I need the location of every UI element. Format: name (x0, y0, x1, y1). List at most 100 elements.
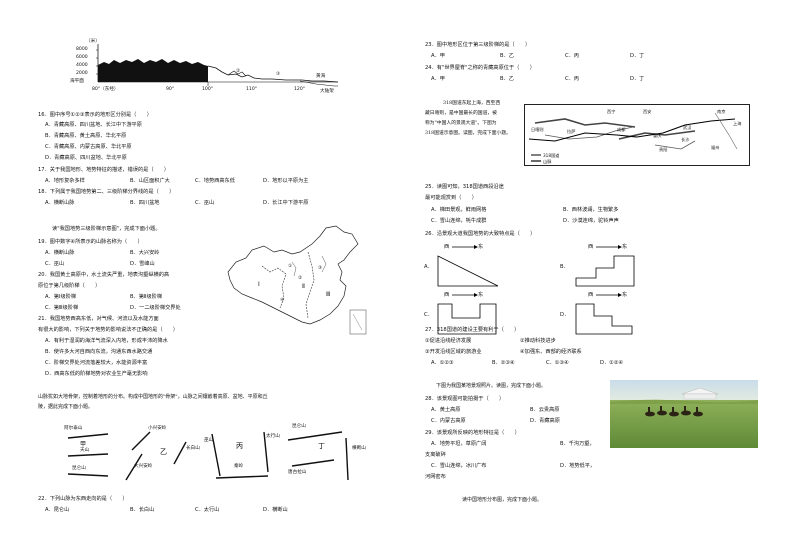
q29-option-b-cont: 支离破碎 (425, 452, 446, 458)
q21-option-b[interactable]: B．使许多大河自西向东流，沟通东西水路交通 (45, 349, 153, 355)
q20-option-c[interactable]: C．第Ⅲ级阶梯 (45, 305, 79, 311)
west-label: 西 (588, 292, 594, 298)
q17-option-a[interactable]: A．地形复杂多样 (45, 178, 85, 184)
intro-photo: 下图为我国某地景观照片。读图，完成下面小题。 (436, 383, 547, 389)
q26-option-d[interactable]: D． 西 东 (560, 290, 670, 338)
step-label-1: Ⅰ (258, 281, 260, 288)
q19-option-b[interactable]: B．大兴安岭 (130, 250, 160, 256)
q16-option-b[interactable]: B．青藏高原、黄土高原、华北平原 (45, 133, 127, 139)
q24-option-d[interactable]: D．丁 (630, 76, 645, 82)
shelf-label: 大陆架 (320, 89, 334, 94)
q16-option-a[interactable]: A．青藏高原、四川盆地、长江中下游平原 (45, 122, 142, 128)
q21-option-a[interactable]: A．有利于湿润的海洋气流深入内地，形成丰沛的降水 (45, 338, 168, 344)
q22-option-a[interactable]: A．昆仑山 (45, 507, 70, 513)
region-ding: 丁 (318, 442, 325, 450)
mountain-hengduan: 横断山 (352, 446, 366, 451)
x-tick: 90° (166, 87, 175, 92)
q20-stem-line2: 原位于第几级阶梯（ ） (38, 283, 101, 289)
q20-option-b[interactable]: B．第Ⅱ级阶梯 (130, 294, 163, 300)
map-number-3: ③ (318, 266, 323, 271)
q24-option-a[interactable]: A．甲 (431, 76, 445, 82)
q21-option-d[interactable]: D．西高东低的阶梯地势对农业生产毫无影响 (45, 371, 148, 377)
q17-option-d[interactable]: D．地形以平原为主 (263, 178, 309, 184)
q25-option-a[interactable]: A．梯田景观，鲜雨网格 (431, 207, 487, 213)
q28-option-b[interactable]: B．云贵高原 (530, 407, 560, 413)
terrain-profile-chart: （米） 8000 6000 4000 2000 海平面 80°（东经） 90° … (70, 38, 346, 108)
q28-option-c[interactable]: C．内蒙古高原 (431, 418, 466, 424)
q29-option-c[interactable]: C．雪山连绵，冰川广布 (431, 463, 487, 469)
q26-option-a[interactable]: A． 西 东 (424, 242, 534, 290)
q21-option-c[interactable]: C．阶梯交界处河流落差较大，水能资源丰富 (45, 360, 148, 366)
q21-stem-line1: 21．我国地势西高东低，对气候、河流以及水能方面 (38, 316, 159, 322)
q28-option-d[interactable]: D．青藏高原 (530, 418, 560, 424)
q17-option-c[interactable]: C．地势西高东低 (195, 178, 235, 184)
city-rikaze: 日喀则 (531, 127, 544, 132)
q16-option-c[interactable]: C．青藏高原、内蒙古高原、华北平原 (45, 144, 132, 150)
q23-option-d[interactable]: D．丁 (630, 53, 645, 59)
q29-option-b[interactable]: B．千沟万壑， (560, 441, 595, 447)
q29-option-d[interactable]: D．地势低平， (560, 463, 596, 469)
q23-option-a[interactable]: A．甲 (431, 53, 445, 59)
q17-option-b[interactable]: B．山区面积广大 (130, 178, 170, 184)
q22-option-d[interactable]: D．横断山 (263, 507, 288, 513)
q27-choice-3: ③开发沿线区域的旅游业 (425, 349, 482, 355)
marker-1: ① (143, 55, 148, 60)
q27-option-a[interactable]: A．①②③ (431, 360, 454, 366)
q18-option-c[interactable]: C．巫山 (195, 200, 215, 206)
q19-option-d[interactable]: D．雪峰山 (130, 261, 155, 267)
q20-option-d[interactable]: D．一二级阶梯交界处 (130, 305, 181, 311)
q22-option-b[interactable]: B．长白山 (130, 507, 155, 513)
q16-stem: 16．图中序号①②③表示的地形区分别是（ ） (38, 112, 152, 118)
q27-stem: 27．318国道的建设主要有利于（ ） (425, 327, 520, 333)
q27-choice-4: ④加强东、西部的经济联系 (520, 349, 582, 355)
profile-c-svg (437, 293, 497, 335)
mountain-changbai: 长白山 (186, 446, 200, 451)
q18-option-b[interactable]: B．四川盆地 (130, 200, 160, 206)
west-label: 西 (444, 244, 450, 250)
q23-option-b[interactable]: B．乙 (500, 53, 514, 59)
q19-option-a[interactable]: A．横断山脉 (45, 250, 75, 256)
q25-option-b[interactable]: B．西林波澜，生物繁多 (563, 207, 619, 213)
q16-option-d[interactable]: D．青藏高原、四川盆地、华北平原 (45, 155, 127, 161)
q20-option-a[interactable]: A．第Ⅰ级阶梯 (45, 294, 77, 300)
city-xining: 西宁 (607, 109, 616, 114)
x-tick: 120° (294, 87, 306, 92)
mountain-tanggula: 唐古拉山 (288, 470, 307, 475)
q28-option-a[interactable]: A．黄土高原 (431, 407, 461, 413)
region-jia: 甲 (80, 441, 87, 448)
profile-a-svg (437, 245, 499, 287)
q25-stem-line1: 25．读图可知，318国道西段沿途 (425, 184, 504, 190)
q27-option-c[interactable]: C．①③④ (546, 360, 569, 366)
q22-stem: 22．下列山脉为东西走向的是（ ） (38, 496, 128, 502)
mountain-taihang: 太行山 (266, 434, 280, 439)
east-label: 东 (478, 292, 484, 298)
sea-label: 黄海 (316, 74, 326, 79)
q26-option-b[interactable]: B． 西 东 (560, 242, 670, 290)
q18-option-a[interactable]: A．横断山脉 (45, 200, 75, 206)
q29-option-a[interactable]: A．地势平坦，草原广阔 (431, 441, 487, 447)
q18-option-d[interactable]: D．长江中下游平原 (263, 200, 309, 206)
q24-option-c[interactable]: C．丙 (565, 76, 579, 82)
mountain-kunlun-a: 昆仑山 (72, 466, 86, 471)
china-staircase-map: Ⅰ Ⅱ Ⅲ ① ② ③ ④ (222, 222, 370, 340)
y-tick: 6000 (76, 55, 88, 60)
q26-option-c[interactable]: C． 西 东 (424, 290, 534, 338)
intro-318-line4: 318国道示意图。读图，完成下面小题。 (425, 131, 511, 136)
profile-b-svg (575, 245, 635, 287)
q25-option-c[interactable]: C．雪山连绵，牦牛成群 (431, 218, 487, 224)
q27-option-b[interactable]: B．②③④ (492, 360, 515, 366)
q27-option-d[interactable]: D．①②④ (600, 360, 624, 366)
intro-318-line3: 称为"中国人的景观大道"。下图为 (425, 121, 497, 126)
intro-318-line2: 藏日喀则，是中国最长的国道，被 (425, 111, 497, 116)
y-tick: 8000 (76, 47, 88, 52)
q28-stem: 28．该景观图可能拍摄于（ ） (425, 396, 505, 402)
q23-option-c[interactable]: C．丙 (565, 53, 579, 59)
q19-option-c[interactable]: C．巫山 (45, 261, 65, 267)
q29-option-d-cont: 河网密布 (425, 474, 446, 480)
q25-option-d[interactable]: D．沙漠连绵，驼铃声声 (563, 218, 619, 224)
q22-option-c[interactable]: C．太行山 (195, 507, 220, 513)
intro-318-line1: 318国道东起上海，西至西 (443, 101, 501, 106)
q25-stem-line2: 最可能观赏到（ ） (425, 195, 477, 201)
q24-option-b[interactable]: B．乙 (500, 76, 514, 82)
